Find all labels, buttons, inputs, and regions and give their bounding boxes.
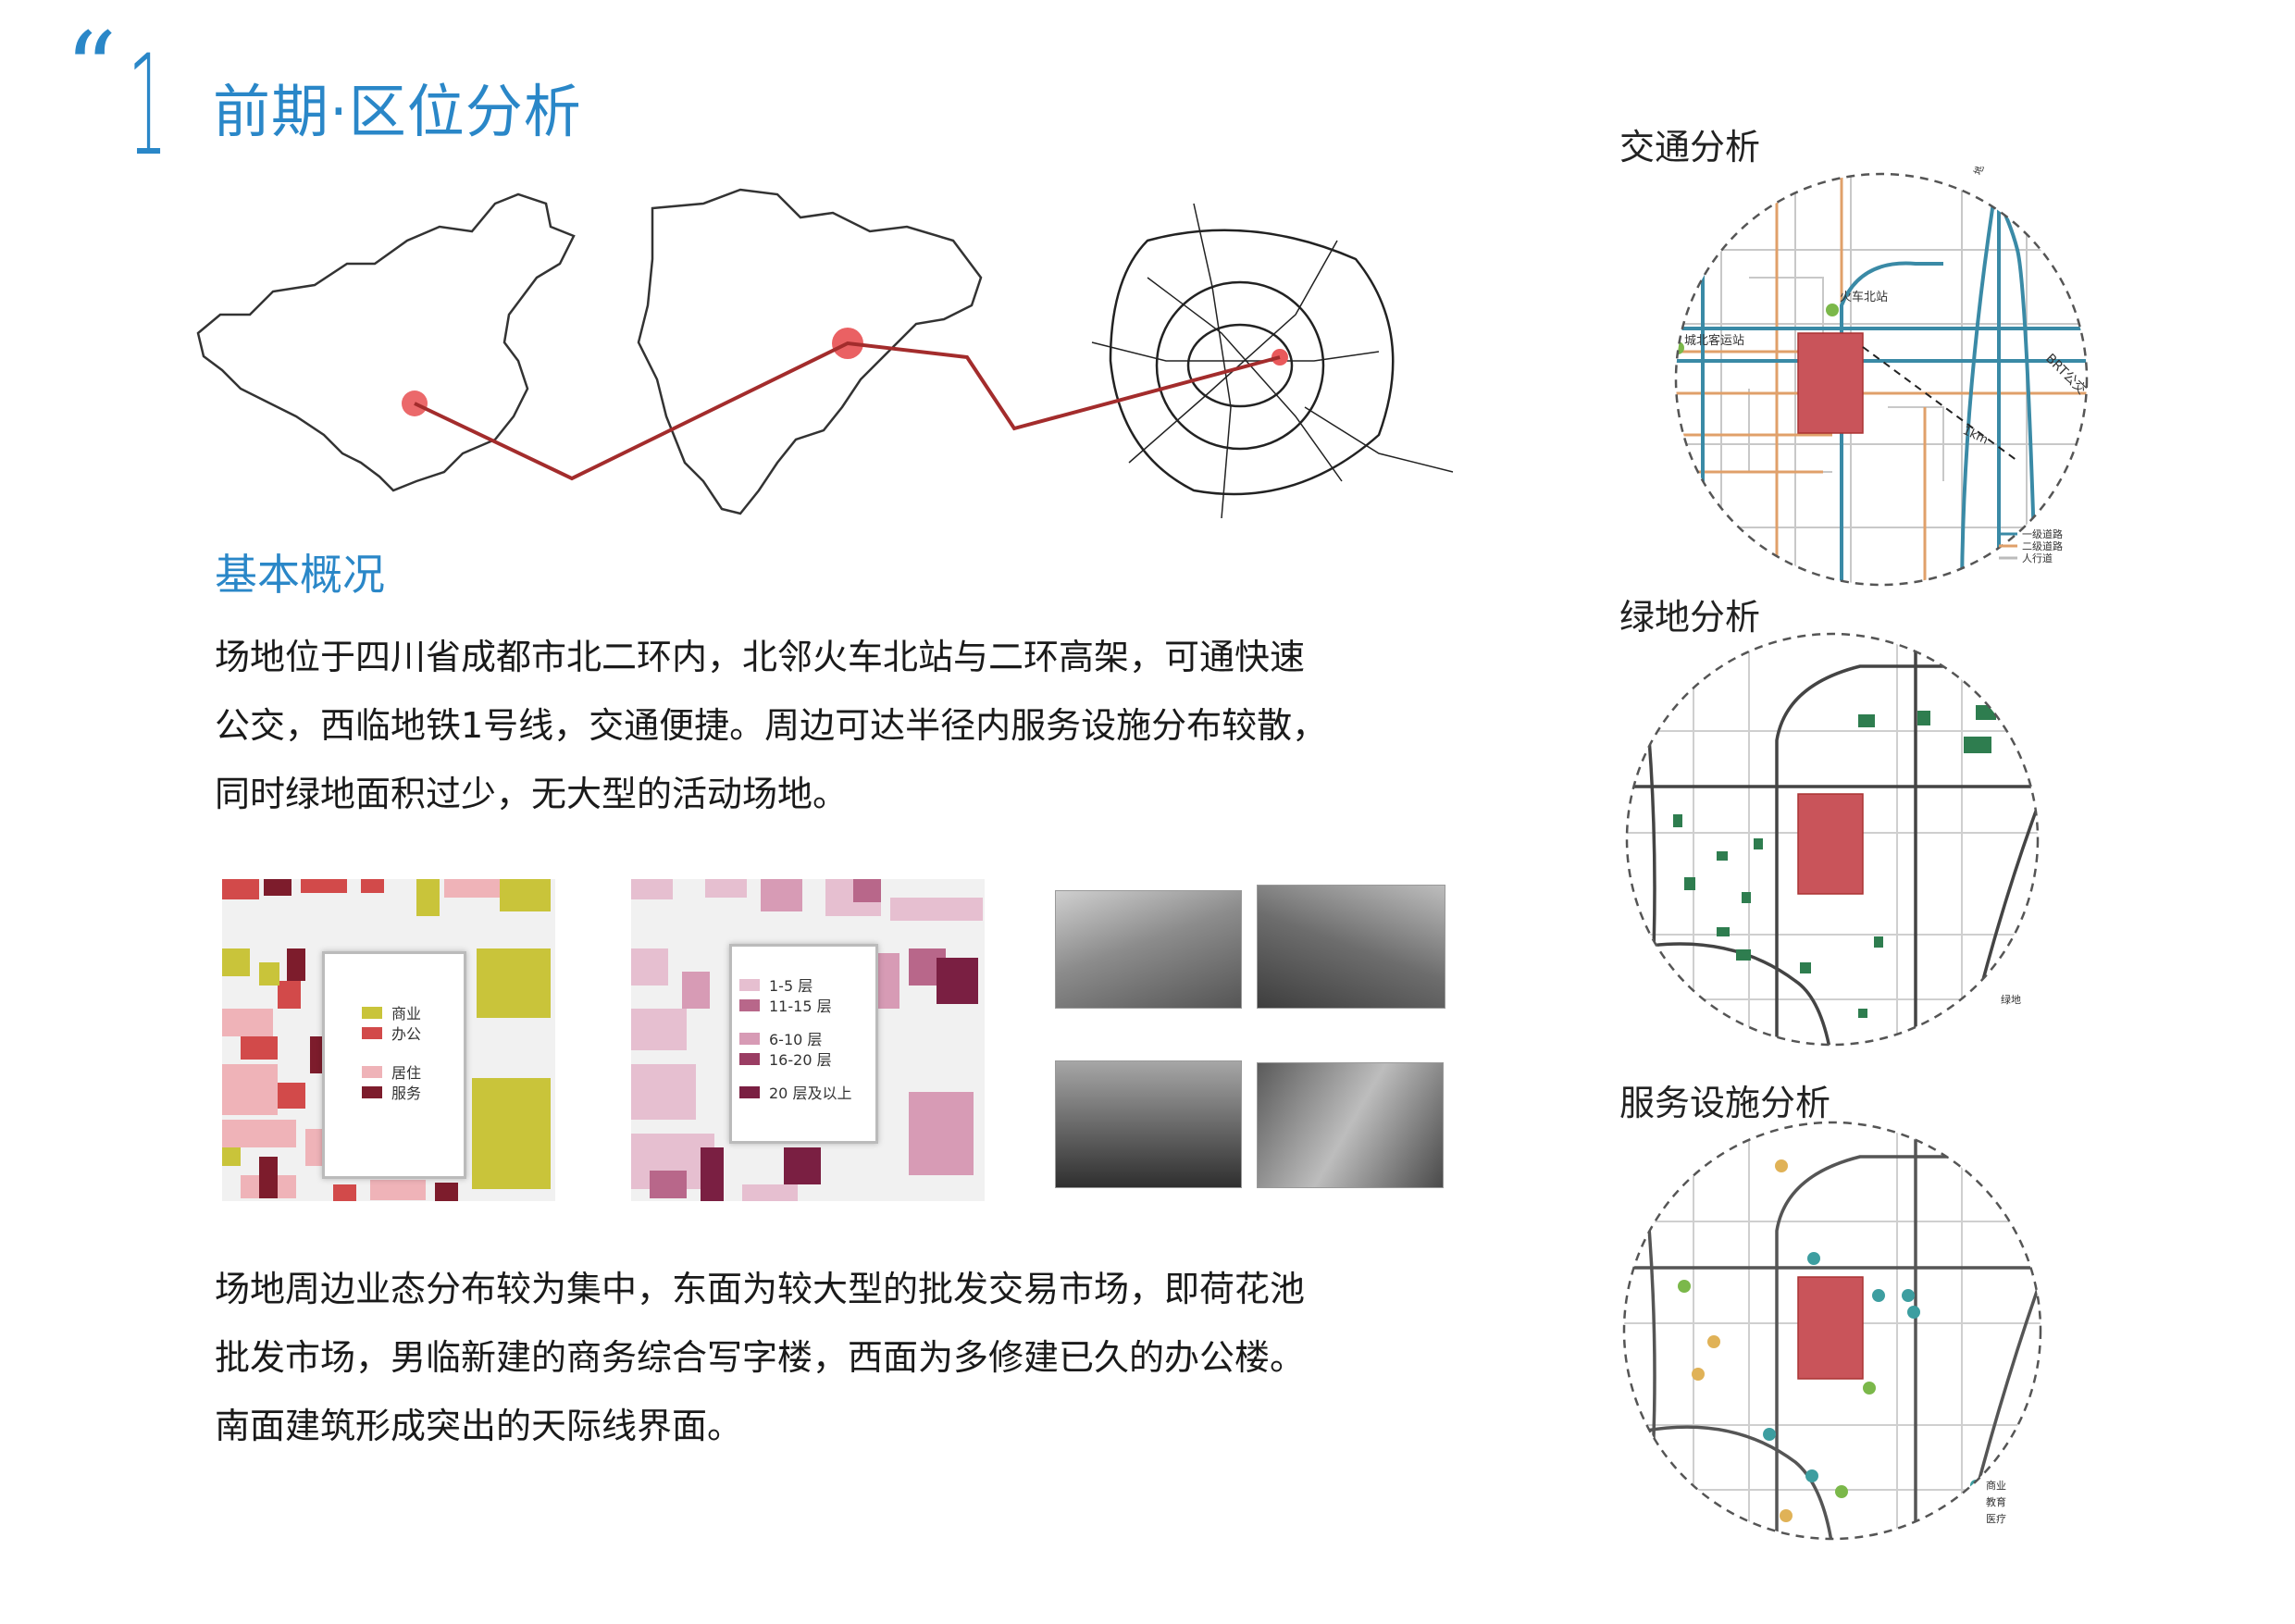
text-line: 同时绿地面积过少，无大型的活动场地。 [215, 774, 849, 814]
legend-label: 绿地 [2001, 993, 2021, 1006]
legend-label: 商业 [1986, 1479, 2006, 1492]
landuse-legend: 商业 办公 居住 服务 [322, 951, 466, 1179]
service-analysis-map: 商业 教育 医疗 [1622, 1121, 2042, 1541]
legend-item: 6-10 层 [739, 1028, 875, 1048]
site-photo-3 [1055, 1060, 1242, 1188]
legend-swatch [362, 1065, 382, 1078]
legend-label: 人行道 [2022, 552, 2053, 564]
metro-label: 地铁1号线 [1971, 167, 2000, 177]
legend-item: 办公 [362, 1023, 464, 1043]
legend-label: 11-15 层 [769, 998, 832, 1015]
section-number: 1 [128, 26, 167, 187]
legend-swatch [739, 978, 760, 991]
traffic-legend: 一级道路 二级道路 人行道 [1999, 527, 2063, 564]
legend-swatch [739, 1032, 760, 1045]
sichuan-map-outline [637, 188, 983, 515]
legend-label: 二级道路 [2022, 539, 2063, 552]
legend-label: 服务 [391, 1085, 422, 1102]
height-map: 1-5 层 11-15 层 6-10 层 16-20 层 20 层及以上 [631, 879, 985, 1201]
legend-swatch [362, 1085, 382, 1098]
height-legend: 1-5 层 11-15 层 6-10 层 16-20 层 20 层及以上 [729, 944, 878, 1144]
overview-paragraph-2: 场地周边业态分布较为集中，东面为较大型的批发交易市场，即荷花池 批发市场，男临新… [215, 1255, 1473, 1460]
legend-label: 6-10 层 [769, 1031, 823, 1048]
legend-label: 医疗 [1986, 1512, 2006, 1525]
location-maps [196, 188, 1454, 519]
legend-label: 商业 [391, 1005, 422, 1023]
legend-item: 居住 [362, 1061, 464, 1082]
station-label: 火车北站 [1840, 290, 1888, 304]
site-block [1797, 793, 1864, 895]
site-photo-1 [1055, 890, 1242, 1009]
text-line: 场地周边业态分布较为集中，东面为较大型的批发交易市场，即荷花池 [215, 1269, 1306, 1309]
legend-swatch [739, 998, 760, 1011]
text-line: 公交，西临地铁1号线，交通便捷。周边可达半径内服务设施分布较散， [215, 705, 1328, 746]
legend-label: 1-5 层 [769, 977, 813, 995]
legend-item: 11-15 层 [739, 995, 875, 1015]
site-block [1797, 332, 1864, 434]
landuse-map: 商业 办公 居住 服务 [222, 879, 555, 1201]
service-legend [1970, 1480, 1981, 1524]
china-map-outline [196, 192, 576, 492]
site-photo-4 [1257, 1062, 1444, 1188]
bus-station-label: 城北客运站 [1684, 333, 1744, 348]
location-route-line [414, 341, 1281, 481]
text-line: 南面建筑形成突出的天际线界面。 [215, 1406, 743, 1446]
page-title: 前期·区位分析 [213, 78, 582, 145]
legend-item: 商业 [362, 1002, 464, 1023]
legend-item: 服务 [362, 1082, 464, 1102]
overview-paragraph-1: 场地位于四川省成都市北二环内，北邻火车北站与二环高架，可通快速 公交，西临地铁1… [215, 623, 1473, 828]
legend-swatch [739, 1052, 760, 1065]
legend-label: 居住 [391, 1064, 422, 1082]
legend-label: 一级道路 [2022, 527, 2063, 540]
green-title: 绿地分析 [1619, 597, 1761, 638]
text-line: 批发市场，男临新建的商务综合写字楼，西面为多修建已久的办公楼。 [215, 1337, 1306, 1378]
legend-label: 16-20 层 [769, 1051, 832, 1069]
legend-item: 20 层及以上 [739, 1082, 875, 1102]
quote-mark: “ [65, 10, 118, 129]
traffic-analysis-map: 火车北站 城北客运站 BRT公交 地铁1号线 1km 一级道路 二级道路 人行道 [1674, 167, 2090, 587]
overview-title: 基本概况 [215, 550, 385, 600]
legend-item: 16-20 层 [739, 1048, 875, 1069]
traffic-title: 交通分析 [1619, 127, 1761, 167]
legend-swatch [739, 1085, 760, 1098]
legend-label: 办公 [391, 1025, 422, 1043]
legend-swatch [362, 1026, 382, 1039]
legend-label: 教育 [1986, 1495, 2006, 1508]
green-analysis-map: 绿地 [1625, 632, 2040, 1047]
legend-item: 1-5 层 [739, 974, 875, 995]
legend-swatch [362, 1006, 382, 1019]
text-line: 场地位于四川省成都市北二环内，北邻火车北站与二环高架，可通快速 [215, 637, 1306, 677]
service-title: 服务设施分析 [1619, 1083, 1831, 1123]
chengdu-ring-map [1091, 203, 1454, 519]
legend-label: 20 层及以上 [769, 1085, 852, 1102]
site-block [1797, 1276, 1864, 1380]
site-photo-2 [1257, 885, 1445, 1009]
